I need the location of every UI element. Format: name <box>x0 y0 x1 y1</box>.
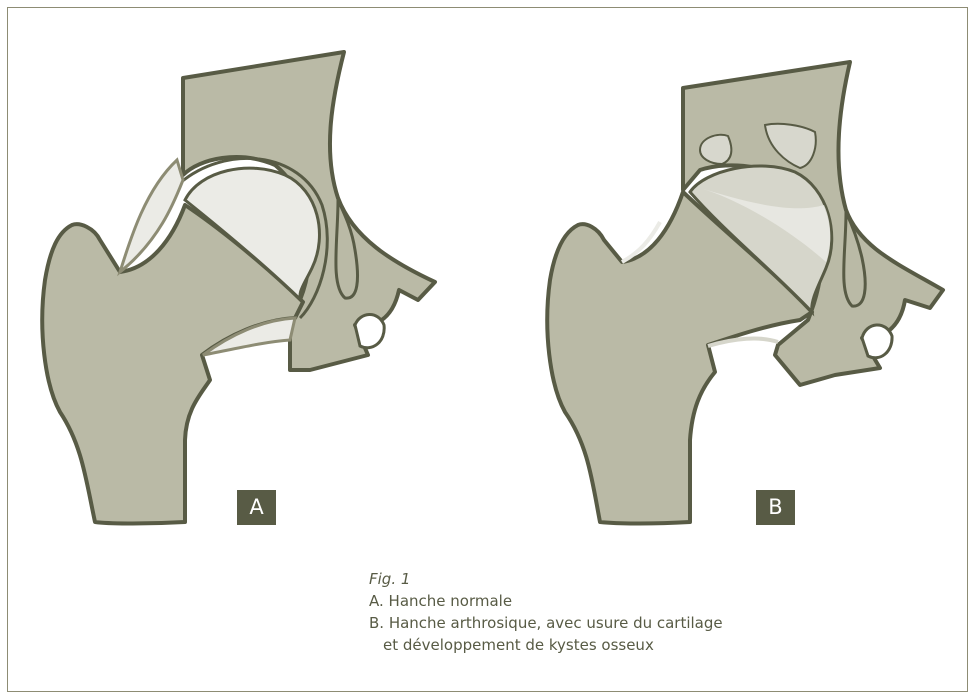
bone-cyst-1 <box>700 135 731 164</box>
obturator-notch-b <box>862 325 892 358</box>
figure-caption: Fig. 1 A. Hanche normale B. Hanche arthr… <box>369 568 723 656</box>
caption-line-b1: B. Hanche arthrosique, avec usure du car… <box>369 612 723 634</box>
obturator-notch-a <box>355 314 384 347</box>
panel-a-drawing <box>42 52 435 524</box>
caption-line-a: A. Hanche normale <box>369 590 723 612</box>
caption-line-b2: et développement de kystes osseux <box>369 634 723 656</box>
panel-b-label: B <box>756 490 795 525</box>
panel-b-drawing <box>547 62 943 524</box>
panel-a-label: A <box>237 490 276 525</box>
caption-fig-number: Fig. 1 <box>369 568 723 590</box>
